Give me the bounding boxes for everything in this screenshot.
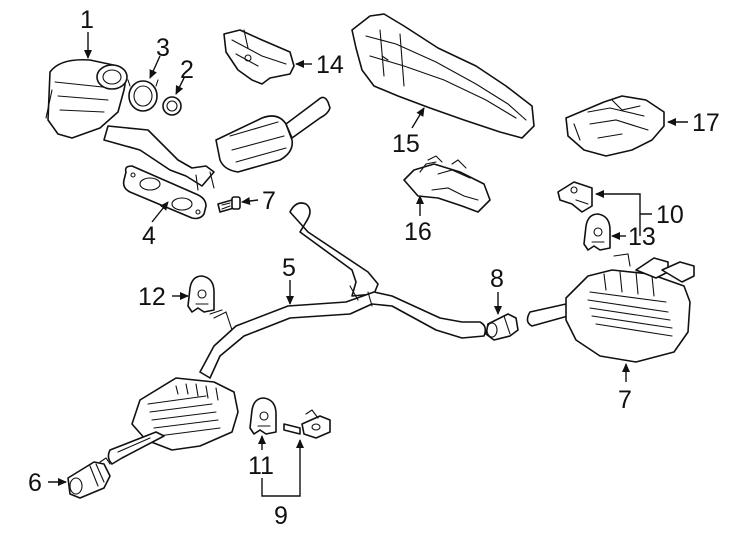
heat-shield-rear-part[interactable]	[565, 95, 665, 157]
callout-labels: 1 3 2 14 15 17 7 4 16 10 13 5 8 12 7 11 …	[28, 6, 720, 530]
pipe-clamp-right-part[interactable]	[485, 313, 519, 341]
pipe-clamp-left-part[interactable]	[67, 457, 111, 499]
callout-17: 17	[692, 109, 720, 137]
leader-2	[175, 77, 185, 95]
callout-6: 6	[28, 469, 42, 497]
callout-15: 15	[392, 130, 420, 158]
callout-16: 16	[404, 218, 432, 246]
heat-shield-upper-part[interactable]	[223, 29, 295, 85]
hanger-bracket-bottom-part[interactable]	[283, 409, 331, 439]
callout-12: 12	[138, 283, 166, 311]
exhaust-bolt-part[interactable]	[217, 196, 241, 213]
heat-shield-small-part[interactable]	[403, 155, 491, 213]
rear-muffler-part[interactable]	[526, 253, 695, 363]
rubber-hanger-right-part[interactable]	[583, 213, 611, 251]
leader-15	[411, 107, 425, 129]
leader-4	[151, 201, 169, 223]
leader-7a	[241, 197, 259, 205]
callout-8: 8	[490, 265, 504, 293]
catalytic-converter-part[interactable]	[45, 58, 331, 191]
heat-shield-center-part[interactable]	[351, 13, 535, 139]
callout-10: 10	[656, 201, 684, 229]
leader-10	[595, 190, 652, 215]
exhaust-pipe-assembly-part[interactable]	[107, 202, 487, 465]
flange-gasket-part[interactable]	[122, 165, 207, 220]
leader-lines	[48, 32, 688, 497]
rubber-hanger-bottom-part[interactable]	[249, 397, 277, 435]
callout-11: 11	[248, 452, 274, 480]
leader-3	[149, 55, 161, 79]
gasket-ring-part[interactable]	[162, 96, 182, 116]
callout-5: 5	[282, 254, 296, 282]
callout-9: 9	[274, 502, 288, 530]
rubber-hanger-left-part[interactable]	[187, 275, 215, 313]
exhaust-clamp-part[interactable]	[127, 79, 159, 112]
callout-7b: 7	[618, 386, 632, 414]
callout-7a: 7	[262, 187, 276, 215]
callout-13: 13	[628, 223, 656, 251]
callout-14: 14	[316, 51, 344, 79]
leader-9	[261, 439, 304, 497]
callout-4: 4	[142, 222, 156, 250]
callout-2: 2	[180, 56, 194, 84]
callout-1: 1	[80, 6, 94, 34]
bracket-part[interactable]	[557, 181, 593, 213]
callout-3: 3	[156, 34, 170, 62]
